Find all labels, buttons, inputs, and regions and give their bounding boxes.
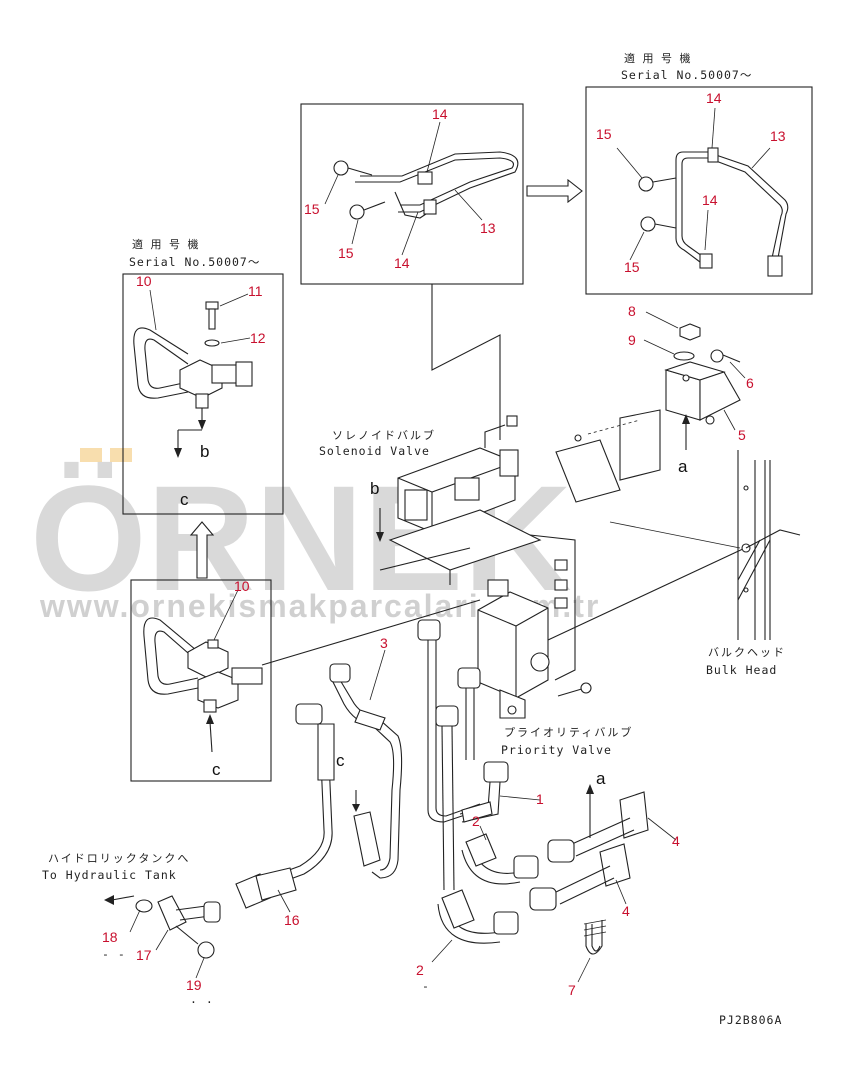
callout-18: 18 bbox=[102, 929, 118, 945]
callout-5: 5 bbox=[738, 427, 746, 443]
solenoid-label-jp: ソレノイドバルブ bbox=[332, 428, 436, 442]
view-letter-b: b bbox=[200, 442, 209, 461]
inset-left-serial: Serial No.50007〜 bbox=[129, 255, 260, 269]
callout-15: 15 bbox=[338, 245, 354, 261]
inset-left-lower: 10 c bbox=[130, 578, 272, 782]
callout-16: 16 bbox=[284, 912, 300, 928]
callout-15: 15 bbox=[624, 259, 640, 275]
callout-9: 9 bbox=[628, 332, 636, 348]
callout-2: 2 bbox=[416, 962, 424, 978]
callout-2: 2 bbox=[472, 813, 480, 829]
callout-15: 15 bbox=[304, 201, 320, 217]
minus-mark: - bbox=[422, 979, 430, 993]
view-letter-c: c bbox=[336, 751, 345, 770]
view-letter-a: a bbox=[678, 457, 688, 476]
bulk-label-jp: バルクヘッド bbox=[708, 646, 786, 659]
arrow-up-left bbox=[189, 521, 215, 579]
view-letter-c: c bbox=[180, 490, 189, 509]
inset-left-jp: 適 用 号 機 bbox=[132, 237, 201, 251]
callout-1: 1 bbox=[536, 791, 544, 807]
callout-17: 17 bbox=[136, 947, 152, 963]
priority-label-jp: プライオリティバルブ bbox=[504, 725, 633, 739]
callout-14: 14 bbox=[706, 90, 722, 106]
callout-13: 13 bbox=[770, 128, 786, 144]
hoses: 3 c 16 1 2 bbox=[235, 619, 544, 993]
callout-4: 4 bbox=[622, 903, 630, 919]
priority-label-en: Priority Valve bbox=[501, 743, 612, 757]
view-letter-a: a bbox=[596, 769, 606, 788]
callout-11: 11 bbox=[248, 283, 263, 299]
callout-15: 15 bbox=[596, 126, 612, 142]
view-letter-c: c bbox=[212, 760, 221, 779]
bulk-label-en: Bulk Head bbox=[706, 663, 777, 677]
solenoid-label-en: Solenoid Valve bbox=[319, 444, 430, 458]
drawing-code: PJ2B806A bbox=[719, 1013, 782, 1027]
callout-4: 4 bbox=[672, 833, 680, 849]
view-letter-b: b bbox=[370, 479, 379, 498]
bracket-assembly: a 8 9 6 5 bbox=[555, 303, 754, 503]
pipes-4: a 4 4 7 bbox=[529, 769, 680, 998]
bulk-head: バルクヘッド Bulk Head bbox=[609, 450, 801, 677]
callout-10: 10 bbox=[234, 578, 250, 594]
arrow-to-right-inset bbox=[526, 178, 583, 204]
minus-mark: - - bbox=[102, 947, 126, 961]
callout-8: 8 bbox=[628, 303, 636, 319]
callout-14: 14 bbox=[702, 192, 718, 208]
tank-label-jp: ハイドロリックタンクへ bbox=[48, 852, 190, 865]
callout-6: 6 bbox=[746, 375, 754, 391]
inset-top-right: 適 用 号 機 Serial No.50007〜 14 15 13 14 15 bbox=[585, 51, 813, 295]
callout-7: 7 bbox=[568, 982, 576, 998]
inset-top-right-serial: Serial No.50007〜 bbox=[621, 68, 752, 82]
minus-mark: · · bbox=[190, 995, 214, 1009]
callout-19: 19 bbox=[186, 977, 202, 993]
callout-10: 10 bbox=[136, 273, 152, 289]
tank-return: ハイドロリックタンクへ To Hydraulic Tank 18 17 19 -… bbox=[42, 852, 221, 1009]
inset-left-top: 適 用 号 機 Serial No.50007〜 10 11 12 b c bbox=[122, 237, 284, 515]
callout-12: 12 bbox=[250, 330, 266, 346]
inset-top-middle: 14 15 15 14 13 bbox=[300, 103, 524, 285]
callout-14: 14 bbox=[394, 255, 410, 271]
tank-label-en: To Hydraulic Tank bbox=[42, 868, 177, 882]
callout-13: 13 bbox=[480, 220, 496, 236]
central-assembly: b ソレノイドバルブ Solenoid Valve プライオリティバルブ Pri… bbox=[261, 284, 746, 757]
callout-14: 14 bbox=[432, 106, 448, 122]
callout-3: 3 bbox=[380, 635, 388, 651]
inset-top-right-jp: 適 用 号 機 bbox=[624, 51, 693, 65]
